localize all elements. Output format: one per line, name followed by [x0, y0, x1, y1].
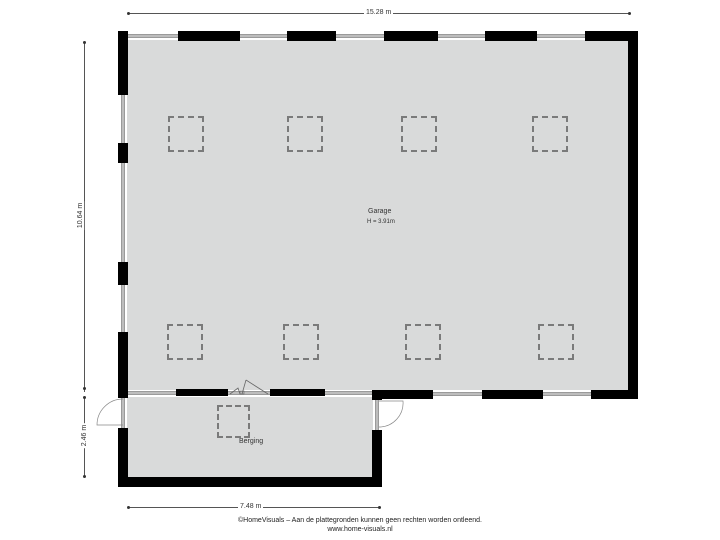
left-wall-segment-2 — [118, 143, 128, 163]
left-wall-segment-3 — [118, 262, 128, 285]
left-window-1 — [121, 95, 125, 143]
right-wall — [628, 31, 638, 399]
left-window-2 — [121, 163, 125, 262]
garage-column-bottom-1 — [167, 324, 203, 360]
garage-room-name: Garage — [368, 208, 392, 215]
top-window-5 — [537, 34, 585, 38]
berging-bottom-wall — [118, 477, 382, 487]
partition-door-swing-icon — [229, 379, 269, 395]
top-window-3 — [336, 34, 384, 38]
berging-dimension-start-marker — [83, 396, 86, 399]
top-window-1 — [128, 34, 178, 38]
berging-left-door-frame — [121, 398, 125, 428]
berging-right-wall-top — [372, 390, 382, 400]
bottom-dimension-end-marker — [378, 506, 381, 509]
berging-floor — [127, 397, 373, 477]
berging-left-wall — [118, 428, 128, 487]
partition-window-2 — [325, 391, 372, 395]
top-window-2 — [240, 34, 287, 38]
left-wall-segment-4 — [118, 332, 128, 398]
berging-right-door-frame — [375, 400, 379, 430]
partition-wall-segment-2 — [270, 389, 325, 396]
left-dimension-start-marker — [83, 41, 86, 44]
garage-floor — [127, 40, 628, 390]
top-wall-segment-1 — [178, 31, 240, 41]
top-wall-segment-2 — [287, 31, 336, 41]
top-wall-segment-4 — [485, 31, 537, 41]
garage-bottom-wall-segment-3 — [591, 390, 638, 399]
partition-door-opening — [228, 391, 270, 395]
garage-column-top-4 — [532, 116, 568, 152]
garage-room-height: H = 3.91m — [367, 219, 395, 225]
berging-room-name: Berging — [239, 438, 264, 445]
berging-right-door-swing-icon — [379, 400, 404, 428]
left-window-3 — [121, 285, 125, 332]
top-window-4 — [438, 34, 485, 38]
bottom-dimension-start-marker — [127, 506, 130, 509]
left-dimension-end-marker — [83, 387, 86, 390]
berging-right-wall — [372, 430, 382, 487]
top-dimension-start-marker — [127, 12, 130, 15]
garage-column-bottom-2 — [283, 324, 319, 360]
garage-column-top-2 — [287, 116, 323, 152]
berging-column — [217, 405, 250, 438]
top-dimension-label: 15.28 m — [364, 9, 394, 16]
website-link[interactable]: www.home-visuals.nl — [327, 526, 393, 533]
garage-bottom-wall-segment-2 — [482, 390, 543, 399]
garage-column-bottom-3 — [405, 324, 441, 360]
left-dimension-line — [84, 42, 85, 392]
berging-left-door-swing-icon — [96, 398, 124, 426]
top-wall-segment-5 — [585, 31, 638, 41]
copyright-notice: ©HomeVisuals – Aan de plattegronden kunn… — [238, 517, 482, 524]
berging-dimension-end-marker — [83, 475, 86, 478]
garage-bottom-wall-segment-1 — [372, 390, 433, 399]
left-wall-segment-1 — [118, 31, 128, 95]
berging-dimension-label: 2.46 m — [81, 422, 89, 449]
bottom-dimension-label: 7.48 m — [238, 503, 264, 510]
top-dimension-end-marker — [628, 12, 631, 15]
left-dimension-label: 10.64 m — [77, 200, 85, 231]
garage-column-top-1 — [168, 116, 204, 152]
partition-window-1 — [128, 391, 176, 395]
garage-bottom-window-2 — [543, 392, 591, 396]
top-wall-segment-3 — [384, 31, 438, 41]
partition-wall-segment-1 — [176, 389, 228, 396]
garage-column-bottom-4 — [538, 324, 574, 360]
garage-bottom-window-1 — [433, 392, 482, 396]
garage-column-top-3 — [401, 116, 437, 152]
